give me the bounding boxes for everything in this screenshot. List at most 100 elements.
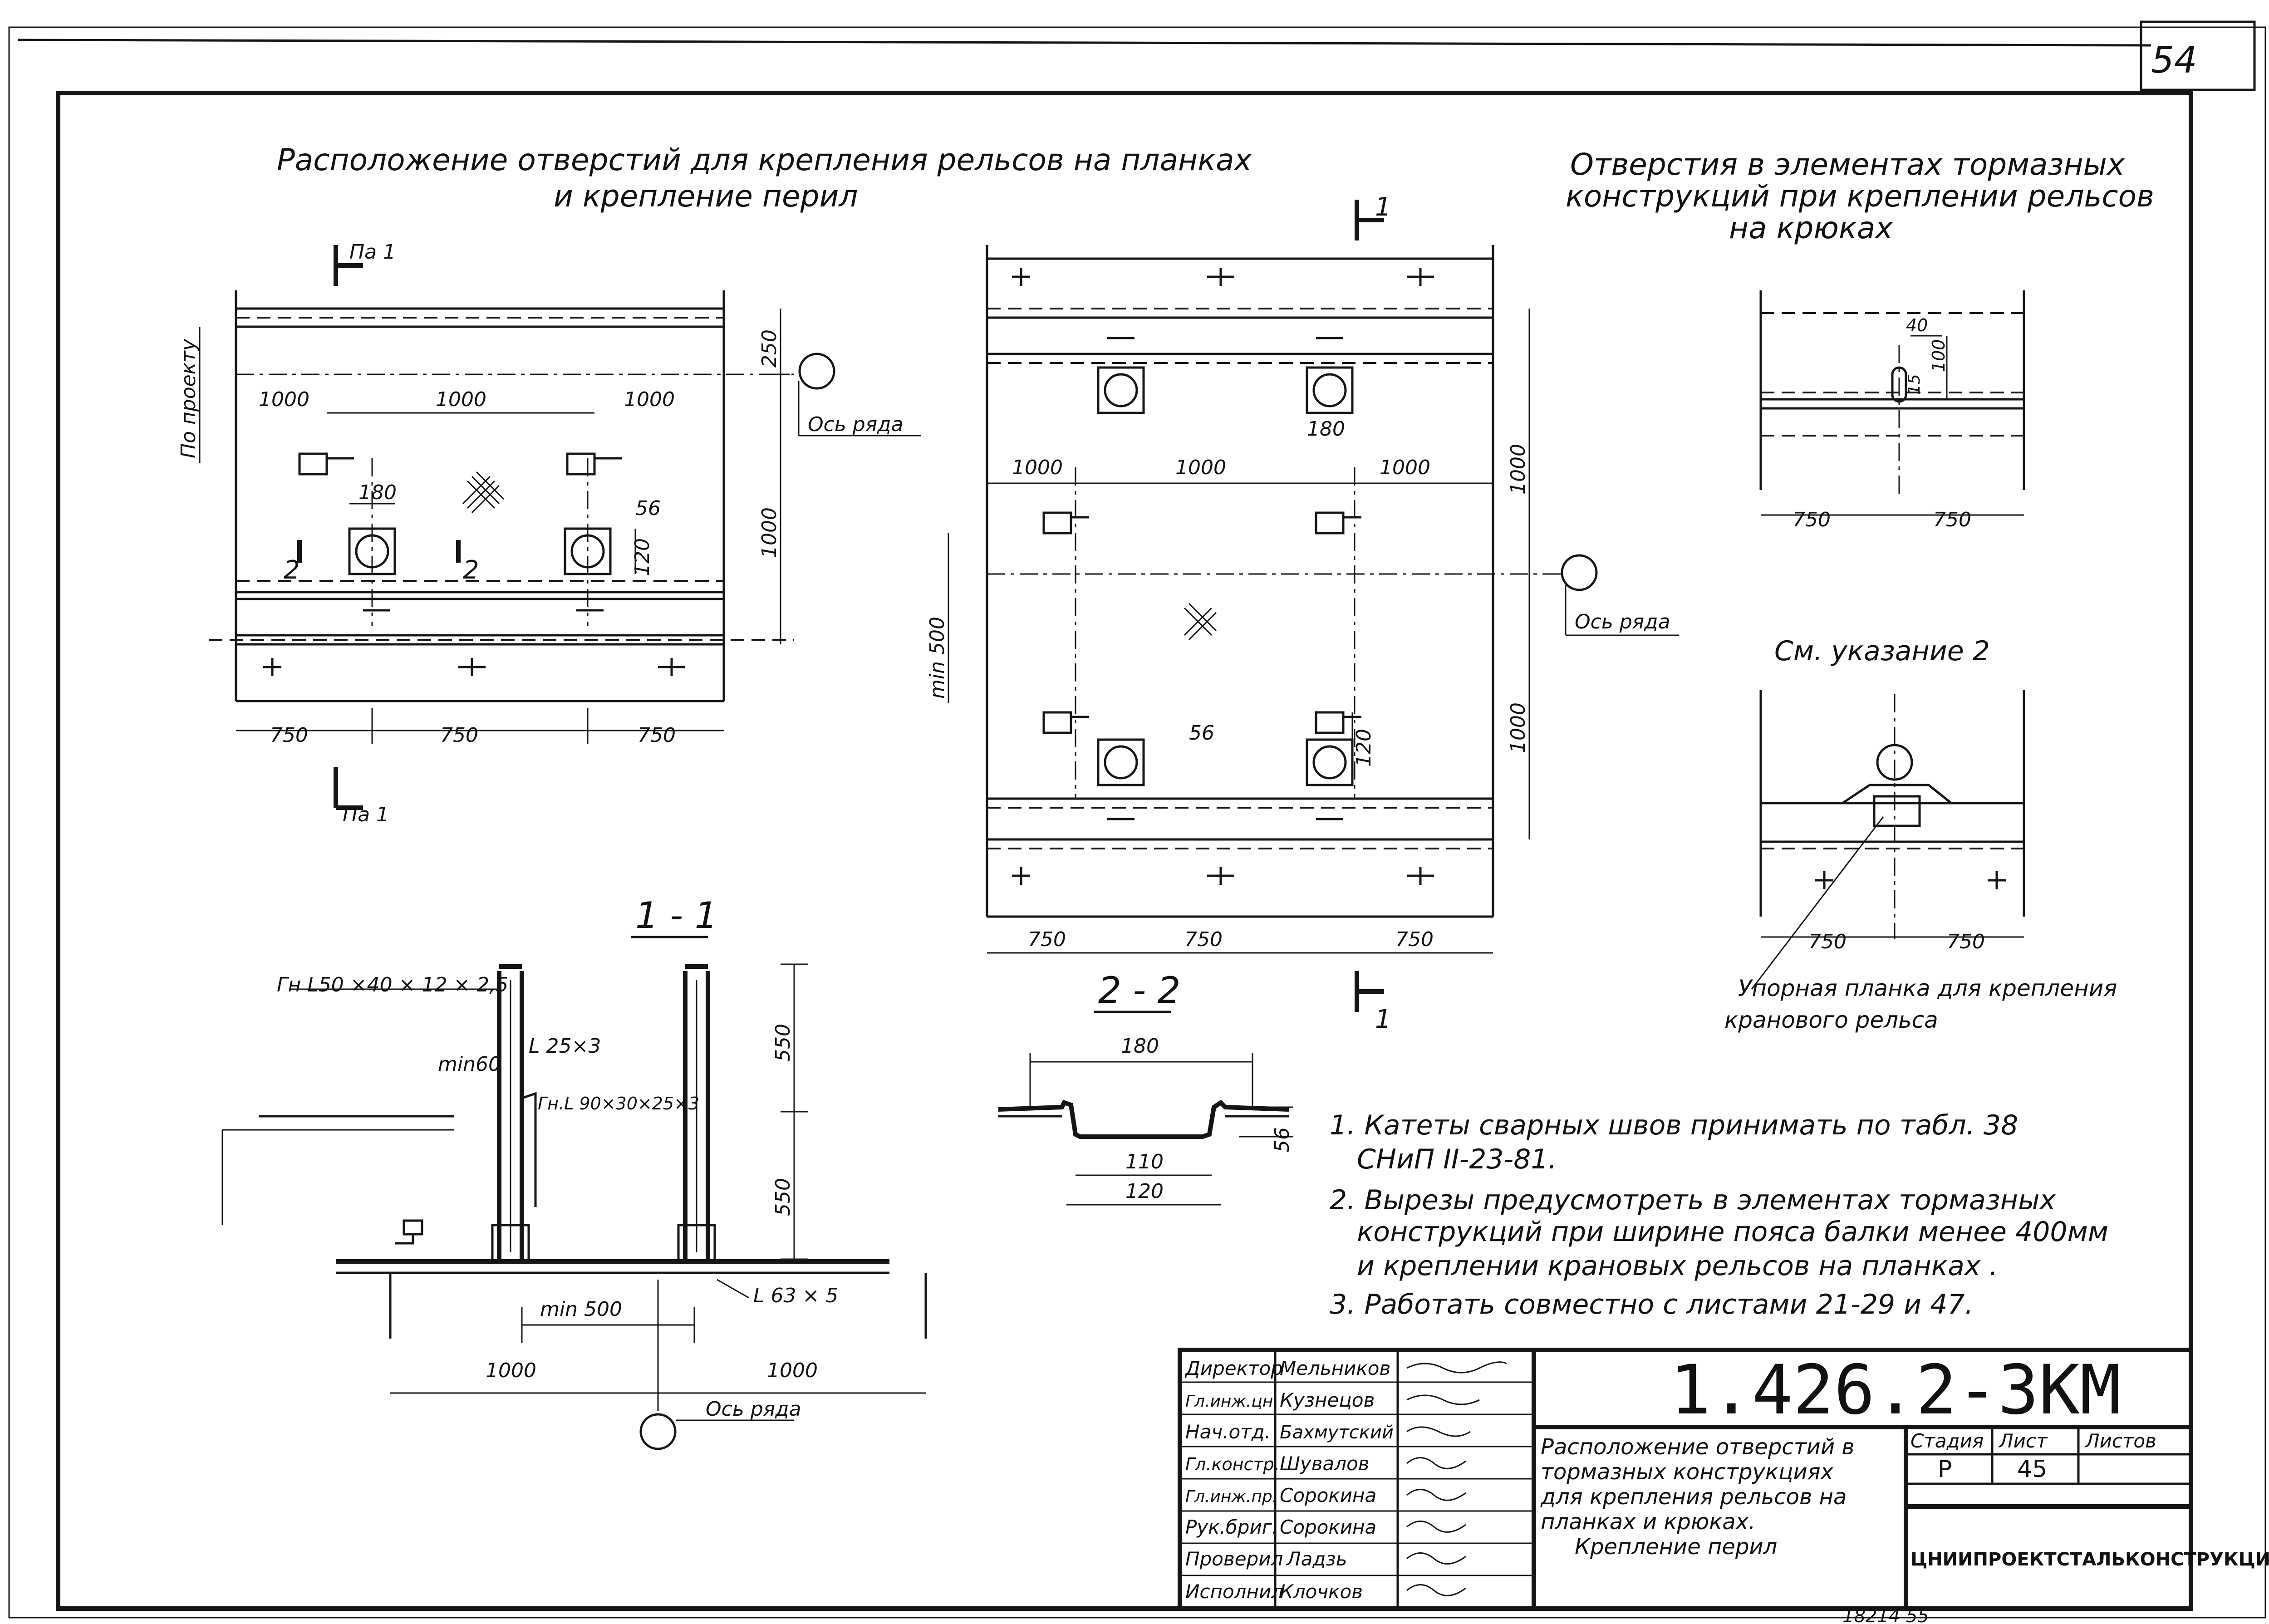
label-axis-row-1: Ось ряда — [808, 413, 904, 436]
label-min500-mid: min 500 — [926, 617, 949, 699]
dim-750-mid-b: 750 — [1184, 928, 1223, 951]
dim-15-right: 15 — [1905, 374, 1924, 395]
tb-role-6: Рук.бриг. — [1185, 1516, 1278, 1538]
label-stop-plate-1: Упорная планка для крепления — [1738, 975, 2117, 1001]
title-right-line1: Отверстия в элементах тормазных — [1570, 147, 2125, 182]
label-stop-plate-2: кранового рельса — [1724, 1007, 1938, 1033]
dim-56-section: 56 — [1271, 1127, 1294, 1153]
dim-1000-mid-v1: 1000 — [1507, 444, 1530, 495]
title-right-line2: конструкций при креплении рельсов — [1566, 179, 2154, 214]
tb-name-3: Бахмутский — [1280, 1422, 1394, 1443]
dim-120-section: 120 — [1125, 1180, 1164, 1203]
dim-110-section: 110 — [1125, 1150, 1164, 1173]
top-edge-line — [18, 39, 2151, 47]
note-2: 2. Вырезы предусмотреть в элементах торм… — [1330, 1184, 2056, 1216]
label-axis-row-2: Ось ряда — [1575, 610, 1670, 633]
label-angle-25: L 25×3 — [529, 1035, 601, 1058]
dim-180-section: 180 — [1121, 1035, 1159, 1058]
title-left-line1: Расположение отверстий для крепления рел… — [277, 142, 1252, 177]
tb-role-2: Гл.инж.цн. — [1185, 1392, 1278, 1411]
note-1-cont: СНиП II-23-81. — [1357, 1143, 1557, 1175]
dim-1000-mid-a: 1000 — [1012, 456, 1063, 479]
label-see-note-2: См. указание 2 — [1774, 635, 1990, 667]
title-left-line2: и крепление перил — [554, 179, 858, 214]
dim-550-lower: 550 — [771, 1178, 795, 1216]
tb-role-1: Директор — [1184, 1357, 1283, 1379]
dim-750-right-b: 750 — [1933, 508, 1971, 531]
label-angle-63: L 63 × 5 — [753, 1284, 838, 1307]
tb-role-8: Исполнил — [1185, 1580, 1283, 1603]
note-2-cont-a: конструкций при ширине пояса балки менее… — [1357, 1216, 2108, 1248]
dim-750-mid-c: 750 — [1395, 928, 1434, 951]
tb-sheet-label: Лист — [1998, 1430, 2048, 1452]
tb-desc-3: для крепления рельсов на — [1540, 1484, 1847, 1510]
tb-organization: ЦНИИПРОЕКТСТАЛЬКОНСТРУКЦИЯ — [1910, 1549, 2269, 1570]
dim-750-right-a: 750 — [1793, 508, 1831, 531]
corner-sheet-box — [2140, 20, 2256, 91]
tb-name-7: Ладзь — [1286, 1548, 1347, 1570]
tb-role-4: Гл.констр. — [1185, 1454, 1280, 1474]
cut-2-right: 2 — [463, 555, 479, 585]
title-right-line3: на крюках — [1729, 211, 1893, 245]
label-min500-railing: min 500 — [540, 1298, 622, 1321]
tb-stage-label: Стадия — [1910, 1430, 1984, 1452]
dim-1000-left-c: 1000 — [624, 388, 675, 411]
dim-1000-left-b: 1000 — [436, 388, 486, 411]
tb-name-2: Кузнецов — [1280, 1389, 1375, 1411]
dim-750-right-c: 750 — [1808, 930, 1847, 953]
dim-1000-left-a: 1000 — [259, 388, 309, 411]
dim-40-right: 40 — [1906, 315, 1928, 335]
dim-1000-mid-c: 1000 — [1380, 456, 1430, 479]
dim-750-left-c: 750 — [638, 724, 676, 747]
tb-role-3: Нач.отд. — [1185, 1421, 1271, 1443]
cut-1-bottom: 1 — [1375, 1005, 1391, 1034]
label-gn-angle-90: Гн.L 90×30×25×3 — [538, 1094, 699, 1114]
cut-2-left: 2 — [284, 555, 300, 585]
drawing-frame — [56, 91, 2193, 1611]
right-lower-detail — [1751, 690, 2025, 990]
corner-sheet-number: 54 — [2151, 39, 2197, 81]
left-plan-view — [199, 245, 921, 810]
dim-550-upper: 550 — [771, 1024, 795, 1062]
title-block — [1178, 1348, 2193, 1611]
tb-name-5: Сорокина — [1280, 1484, 1376, 1506]
label-axis-row-3: Ось ряда — [706, 1398, 801, 1421]
dim-750-right-d: 750 — [1947, 930, 1985, 953]
tb-drawing-code: 1.426.2-3КМ — [1670, 1351, 2121, 1430]
dim-1000-mid-b: 1000 — [1175, 456, 1226, 479]
cut-pa1-bottom: Па 1 — [343, 803, 389, 826]
tb-desc-2: тормазных конструкциях — [1541, 1459, 1834, 1485]
dim-1000-mid-v2: 1000 — [1507, 702, 1530, 753]
dim-180-left: 180 — [359, 481, 397, 504]
dim-100-right: 100 — [1929, 339, 1949, 372]
section-2-2-title: 2 - 2 — [1098, 969, 1181, 1011]
cut-pa1-top: Па 1 — [349, 240, 396, 264]
tb-sheet-value: 45 — [2017, 1456, 2047, 1483]
label-min60: min60 — [438, 1053, 501, 1076]
tb-stage-value: Р — [1938, 1456, 1952, 1483]
tb-footer-number: 18214 55 — [1842, 1606, 1929, 1624]
dim-1000-left-v: 1000 — [758, 507, 781, 558]
railing-section-view — [221, 963, 927, 1450]
tb-role-7: Проверил — [1185, 1548, 1283, 1570]
note-2-cont-b: и креплении крановых рельсов на планках … — [1357, 1250, 1998, 1282]
middle-plan-view — [948, 200, 1679, 1012]
dim-750-mid-a: 750 — [1028, 928, 1066, 951]
dim-56-mid: 56 — [1189, 721, 1214, 745]
tb-desc-1: Расположение отверстий в — [1541, 1434, 1855, 1460]
right-upper-detail — [1759, 290, 2025, 516]
section-1-1-title: 1 - 1 — [635, 894, 718, 937]
tb-name-6: Сорокина — [1280, 1516, 1376, 1538]
dim-180-mid: 180 — [1307, 417, 1345, 441]
tb-sheets-label: Листов — [2084, 1430, 2156, 1452]
tb-name-4: Шувалов — [1280, 1452, 1370, 1475]
dim-750-left-b: 750 — [440, 724, 478, 747]
label-gn-angle-top: Гн L50 ×40 × 12 × 2,5 — [277, 973, 508, 996]
cut-1-top: 1 — [1375, 192, 1391, 222]
channel-section-view — [998, 1053, 1293, 1206]
dim-750-left-a: 750 — [270, 724, 308, 747]
dim-1000-rail-b: 1000 — [767, 1359, 818, 1382]
tb-desc-5: Крепление перил — [1575, 1534, 1777, 1560]
dim-120-mid: 120 — [1352, 729, 1375, 767]
